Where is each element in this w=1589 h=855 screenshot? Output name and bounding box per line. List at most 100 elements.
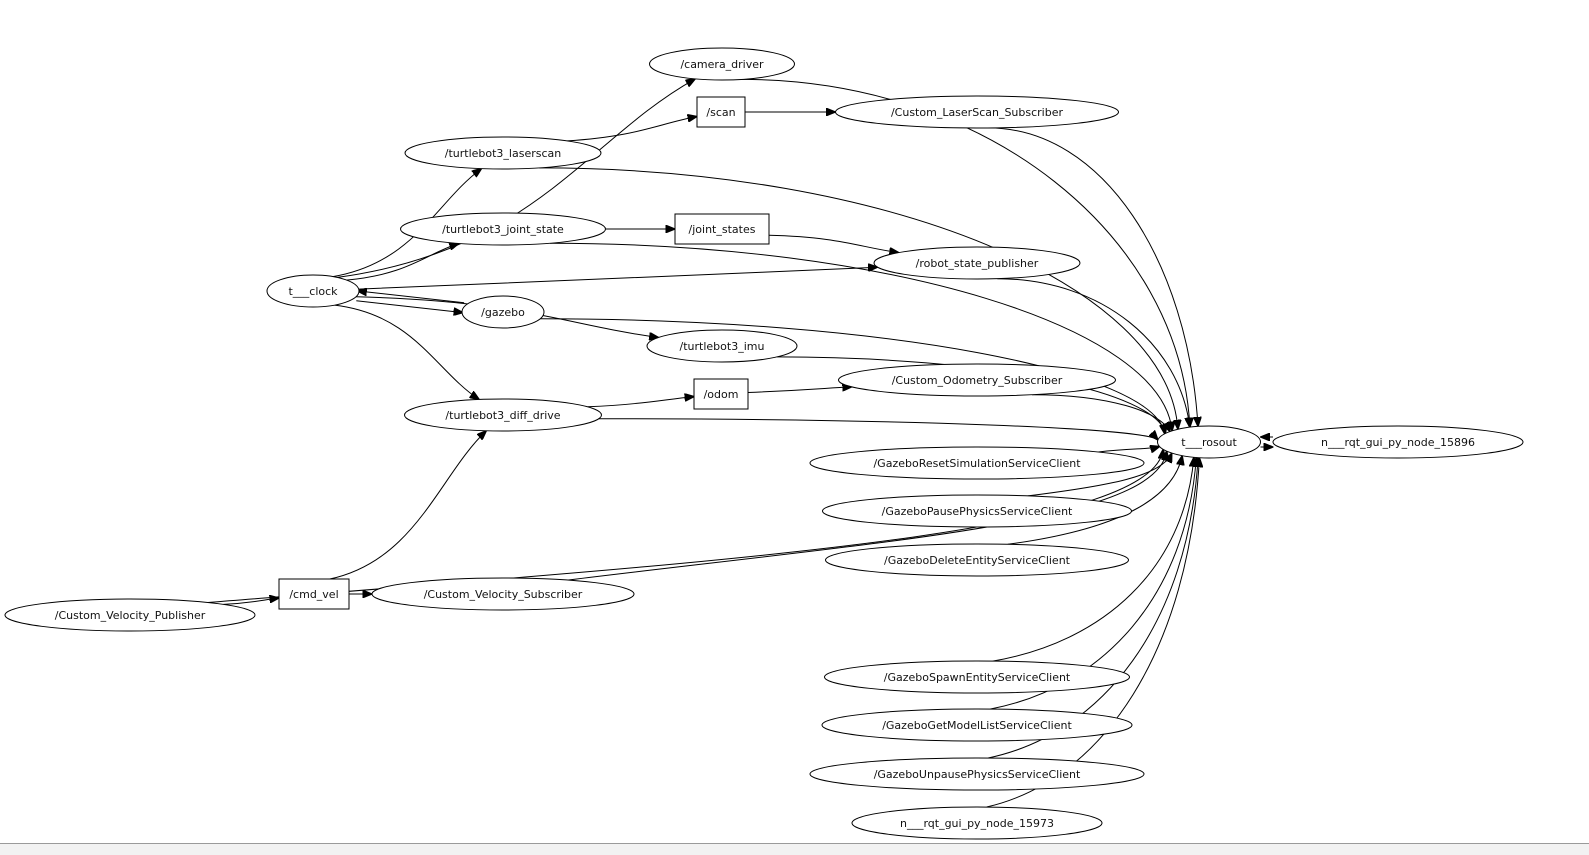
- graph-node-turtlebot3-laserscan[interactable]: /turtlebot3_laserscan: [404, 136, 602, 170]
- graph-node-custom-odometry-subscriber[interactable]: /Custom_Odometry_Subscriber: [838, 363, 1116, 397]
- node-ellipse: [835, 95, 1119, 129]
- node-ellipse: [809, 757, 1145, 791]
- graph-label: /turtlebot3_joint_state: [442, 223, 564, 236]
- bottom-edge-rule: [0, 843, 1589, 855]
- graph-label: /Custom_Velocity_Subscriber: [424, 588, 583, 601]
- edge-gazebo-to-t-rosout: [540, 318, 1165, 434]
- graph-label: /GazeboResetSimulationServiceClient: [873, 457, 1081, 470]
- graph-label: /gazebo: [481, 306, 525, 319]
- edge-turtlebot3-diff-drive-to-odom: [587, 397, 694, 408]
- nodes-layer: /camera_driver/scan/Custom_LaserScan_Sub…: [4, 47, 1524, 840]
- graph-node-camera-driver[interactable]: /camera_driver: [649, 47, 795, 81]
- graph-label: /robot_state_publisher: [916, 257, 1039, 270]
- node-ellipse: [400, 212, 606, 246]
- graph-label: /GazeboDeleteEntityServiceClient: [884, 554, 1071, 567]
- graph-label: /camera_driver: [680, 58, 764, 71]
- edge-t-clock-to-turtlebot3-joint-state: [346, 243, 459, 281]
- graph-label: /joint_states: [689, 223, 756, 236]
- edge-turtlebot3-laserscan-to-t-rosout: [539, 167, 1178, 429]
- edges-layer: [207, 78, 1273, 808]
- node-ellipse: [873, 246, 1081, 280]
- graph-topic-joint-states[interactable]: /joint_states: [674, 213, 770, 245]
- graph-label: /GazeboPausePhysicsServiceClient: [882, 505, 1073, 518]
- graph-label: n___rqt_gui_py_node_15973: [900, 817, 1054, 830]
- node-ellipse: [821, 708, 1133, 742]
- edge-gazebo-reset-simulation-service-client-to-t-rosout: [1098, 447, 1159, 453]
- edge-custom-velocity-publisher-to-cmd-vel: [223, 598, 279, 605]
- graph-label: /Custom_LaserScan_Subscriber: [891, 106, 1064, 119]
- topic-box: [696, 96, 746, 128]
- node-ellipse: [266, 274, 360, 308]
- graph-label: /GazeboGetModelListServiceClient: [882, 719, 1072, 732]
- graph-node-turtlebot3-diff-drive[interactable]: /turtlebot3_diff_drive: [404, 398, 602, 432]
- graph-node-t-rosout[interactable]: t___rosout: [1157, 425, 1261, 459]
- graph-label: t___clock: [288, 285, 338, 298]
- edge-gazebo-get-model-list-service-client-to-t-rosout: [990, 458, 1196, 710]
- edge-joint-states-to-robot-state-publisher: [768, 234, 899, 252]
- graph-node-gazebo[interactable]: /gazebo: [461, 295, 545, 329]
- edge-odom-to-custom-odometry-subscriber: [747, 387, 852, 393]
- node-ellipse: [1157, 425, 1261, 459]
- graph-label: /GazeboUnpausePhysicsServiceClient: [874, 768, 1081, 781]
- edge-gazebo-unpause-physics-service-client-to-t-rosout: [988, 458, 1198, 759]
- graph-label: /turtlebot3_imu: [680, 340, 765, 353]
- graph-node-custom-velocity-publisher[interactable]: /Custom_Velocity_Publisher: [4, 598, 256, 632]
- graph-node-custom-velocity-subscriber[interactable]: /Custom_Velocity_Subscriber: [371, 577, 635, 611]
- graph-topic-cmd-vel[interactable]: /cmd_vel: [278, 578, 350, 610]
- node-ellipse: [649, 47, 795, 81]
- graph-topic-odom[interactable]: /odom: [693, 378, 749, 410]
- edge-custom-odometry-subscriber-to-t-rosout: [1031, 394, 1170, 432]
- node-ellipse: [822, 494, 1132, 528]
- graph-node-gazebo-delete-entity-service-client[interactable]: /GazeboDeleteEntityServiceClient: [825, 543, 1129, 577]
- graph-node-gazebo-pause-physics-service-client[interactable]: /GazeboPausePhysicsServiceClient: [822, 494, 1132, 528]
- graph-node-gazebo-unpause-physics-service-client[interactable]: /GazeboUnpausePhysicsServiceClient: [809, 757, 1145, 791]
- node-ellipse: [825, 543, 1129, 577]
- graph-label: t___rosout: [1181, 436, 1237, 449]
- node-ellipse: [404, 136, 602, 170]
- node-ellipse: [838, 363, 1116, 397]
- edge-gazebo-spawn-entity-service-client-to-t-rosout: [992, 457, 1194, 662]
- topic-box: [674, 213, 770, 245]
- edge-camera-driver-to-t-rosout: [741, 78, 1190, 427]
- graph-label: /scan: [706, 106, 735, 119]
- node-ellipse: [4, 598, 256, 632]
- edge-cmd-vel-to-turtlebot3-diff-drive: [329, 431, 487, 580]
- graph-label: /turtlebot3_laserscan: [445, 147, 562, 160]
- graph-label: /turtlebot3_diff_drive: [445, 409, 560, 422]
- edge-gazebo-to-t-clock: [357, 291, 465, 304]
- graph-node-n-rqt-gui-py-node-15896[interactable]: n___rqt_gui_py_node_15896: [1272, 425, 1524, 459]
- graph-node-n-rqt-gui-py-node-15973[interactable]: n___rqt_gui_py_node_15973: [851, 806, 1103, 840]
- node-ellipse: [371, 577, 635, 611]
- graph-topic-scan[interactable]: /scan: [696, 96, 746, 128]
- edge-robot-state-publisher-to-t-rosout: [997, 278, 1190, 428]
- node-ellipse: [809, 446, 1145, 480]
- edge-custom-laserscan-subscriber-to-t-rosout: [988, 127, 1198, 427]
- graph-node-gazebo-reset-simulation-service-client[interactable]: /GazeboResetSimulationServiceClient: [809, 446, 1145, 480]
- graph-node-turtlebot3-joint-state[interactable]: /turtlebot3_joint_state: [400, 212, 606, 246]
- graph-node-custom-laserscan-subscriber[interactable]: /Custom_LaserScan_Subscriber: [835, 95, 1119, 129]
- edge-turtlebot3-laserscan-to-scan: [567, 117, 697, 142]
- edge-n-rqt-gui-py-node-15973-to-t-rosout: [986, 458, 1200, 808]
- graph-label: /GazeboSpawnEntityServiceClient: [884, 671, 1071, 684]
- edge-t-clock-to-turtlebot3-diff-drive: [334, 304, 480, 399]
- graph-label: /Custom_Velocity_Publisher: [55, 609, 206, 622]
- graph-node-gazebo-spawn-entity-service-client[interactable]: /GazeboSpawnEntityServiceClient: [824, 660, 1130, 694]
- graph-node-turtlebot3-imu[interactable]: /turtlebot3_imu: [646, 329, 798, 363]
- graph-node-gazebo-get-model-list-service-client[interactable]: /GazeboGetModelListServiceClient: [821, 708, 1133, 742]
- edge-t-clock-to-gazebo: [356, 300, 463, 313]
- node-ellipse: [851, 806, 1103, 840]
- graph-node-robot-state-publisher[interactable]: /robot_state_publisher: [873, 246, 1081, 280]
- graph-label: /odom: [704, 388, 739, 401]
- node-ellipse: [646, 329, 798, 363]
- topic-box: [693, 378, 749, 410]
- graph-node-t-clock[interactable]: t___clock: [266, 274, 360, 308]
- edge-turtlebot3-diff-drive-to-t-rosout: [598, 418, 1158, 440]
- node-ellipse: [404, 398, 602, 432]
- graph-label: /Custom_Odometry_Subscriber: [892, 374, 1063, 387]
- topic-box: [278, 578, 350, 610]
- node-ellipse: [824, 660, 1130, 694]
- edge-turtlebot3-joint-state-to-t-rosout: [550, 242, 1172, 431]
- edge-t-clock-to-camera-driver: [337, 79, 695, 278]
- node-ellipse: [1272, 425, 1524, 459]
